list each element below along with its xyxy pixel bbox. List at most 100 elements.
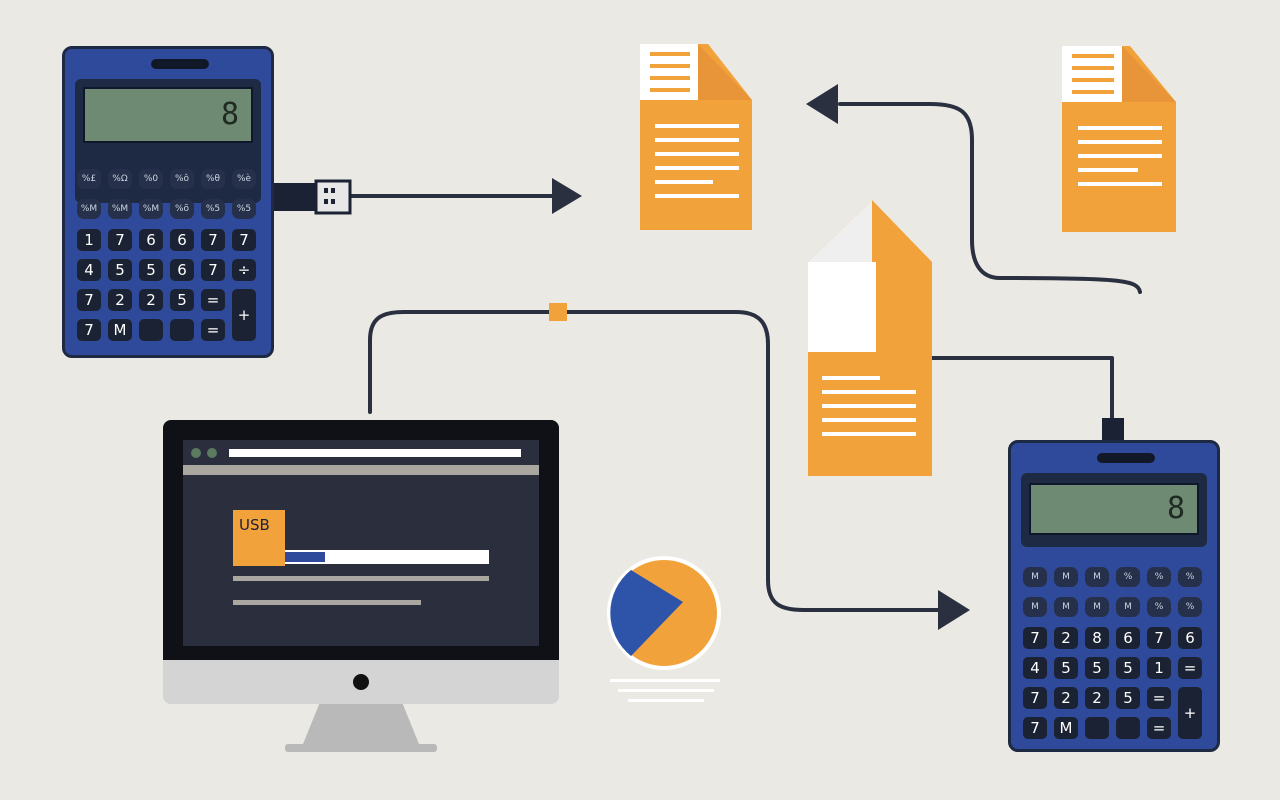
calculator-key[interactable]: %è [232, 169, 256, 189]
calculator-key[interactable]: M [1023, 567, 1047, 587]
calculator-key[interactable]: %M [77, 199, 101, 219]
calculator-key[interactable]: M [1085, 567, 1109, 587]
calculator-key[interactable]: 7 [1023, 717, 1047, 739]
calculator-key[interactable]: %M [108, 199, 132, 219]
calculator-display: 8 [83, 87, 253, 143]
calculator-key[interactable]: 8 [1085, 627, 1109, 649]
calculator-key[interactable]: ÷ [232, 259, 256, 281]
calculator-key[interactable]: 7 [201, 229, 225, 251]
calculator-key[interactable]: 2 [1054, 687, 1078, 709]
usb-plug-icon [272, 179, 352, 215]
calculator-key[interactable]: 7 [1023, 687, 1047, 709]
calculator-key[interactable]: M [1054, 717, 1078, 739]
calculator-key[interactable]: %0 [139, 169, 163, 189]
calculator-key[interactable]: 7 [1147, 627, 1171, 649]
progress-fill [285, 552, 325, 562]
address-bar [229, 449, 521, 457]
arrow-icon [938, 590, 970, 630]
calculator-key[interactable]: %M [139, 199, 163, 219]
cable-node [549, 303, 567, 321]
calculator-key[interactable]: 4 [77, 259, 101, 281]
toolbar-strip [183, 465, 539, 475]
arrow-icon [552, 178, 582, 214]
calculator-key[interactable]: = [201, 289, 225, 311]
calculator-key[interactable]: = [201, 319, 225, 341]
calculator-slot [151, 59, 209, 69]
calculator-key[interactable]: 6 [170, 259, 194, 281]
calculator-key[interactable]: M [1116, 597, 1140, 617]
usb-tile: USB [233, 510, 285, 566]
calculator-key[interactable]: 4 [1023, 657, 1047, 679]
calculator-key[interactable]: 5 [1054, 657, 1078, 679]
calculator-key[interactable]: 7 [77, 289, 101, 311]
calculator-key[interactable]: %ô [170, 169, 194, 189]
calculator-key[interactable]: 6 [1178, 627, 1202, 649]
calculator-key[interactable] [170, 319, 194, 341]
calculator-key[interactable]: M [1023, 597, 1047, 617]
calculator-key[interactable]: 5 [108, 259, 132, 281]
calculator-key[interactable]: % [1178, 597, 1202, 617]
doc-to-calc-cable [928, 356, 1114, 422]
calculator-key[interactable]: = [1147, 687, 1171, 709]
progress-track [285, 550, 489, 564]
calculator-key[interactable]: 5 [1085, 657, 1109, 679]
calculator-key[interactable]: % [1147, 567, 1171, 587]
calculator-key[interactable]: 6 [170, 229, 194, 251]
calculator-key[interactable]: 7 [201, 259, 225, 281]
text-line [233, 600, 421, 605]
calculator-key[interactable]: 1 [77, 229, 101, 251]
calculator-key[interactable]: %õ [170, 199, 194, 219]
calculator-key[interactable]: %£ [77, 169, 101, 189]
calculator-key[interactable]: % [1116, 567, 1140, 587]
calculator-key[interactable]: M [108, 319, 132, 341]
text-line [233, 576, 489, 581]
calculator-key[interactable]: 7 [232, 229, 256, 251]
calculator-key[interactable]: 5 [170, 289, 194, 311]
monitor-logo [353, 674, 369, 690]
calculator-key[interactable]: 7 [77, 319, 101, 341]
calculator-key[interactable]: M [1085, 597, 1109, 617]
calculator-key[interactable]: 6 [1116, 627, 1140, 649]
window-dot [191, 448, 201, 458]
calculator-key[interactable]: = [1178, 657, 1202, 679]
calculator-key[interactable] [1085, 717, 1109, 739]
monitor-icon: USB [163, 420, 559, 752]
calculator-key[interactable]: 1 [1147, 657, 1171, 679]
window-dot [207, 448, 217, 458]
calculator-key[interactable]: 5 [1116, 657, 1140, 679]
calculator-key[interactable]: = [1147, 717, 1171, 739]
monitor-cable [368, 310, 946, 612]
calculator-key[interactable]: 7 [108, 229, 132, 251]
calculator-key[interactable]: M [1054, 567, 1078, 587]
monitor-base [285, 744, 437, 752]
calculator-key[interactable]: % [1178, 567, 1202, 587]
calculator-key[interactable] [1116, 717, 1140, 739]
calculator-key[interactable]: %5 [232, 199, 256, 219]
calculator-key[interactable]: %θ [201, 169, 225, 189]
monitor-stand [303, 704, 419, 744]
calculator-key[interactable]: 6 [139, 229, 163, 251]
return-cable [838, 102, 1142, 294]
monitor-screen: USB [183, 440, 539, 646]
calculator-key[interactable] [139, 319, 163, 341]
calculator-key[interactable]: 2 [108, 289, 132, 311]
calculator-key[interactable]: M [1054, 597, 1078, 617]
plus-key[interactable]: + [232, 289, 256, 341]
calculator-key[interactable]: 2 [1054, 627, 1078, 649]
pie-chart-icon [607, 556, 721, 702]
calculator-key[interactable]: %Ω [108, 169, 132, 189]
plus-key[interactable]: + [1178, 687, 1202, 739]
usb-plug-icon [1102, 418, 1124, 442]
calculator-display: 8 [1029, 483, 1199, 535]
calculator-key[interactable]: 7 [1023, 627, 1047, 649]
calculator-key[interactable]: %5 [201, 199, 225, 219]
calculator-key[interactable]: 2 [139, 289, 163, 311]
calculator-key[interactable]: 5 [139, 259, 163, 281]
calculator-key[interactable]: % [1147, 597, 1171, 617]
calculator-key[interactable]: 5 [1116, 687, 1140, 709]
calculator-key[interactable]: 2 [1085, 687, 1109, 709]
